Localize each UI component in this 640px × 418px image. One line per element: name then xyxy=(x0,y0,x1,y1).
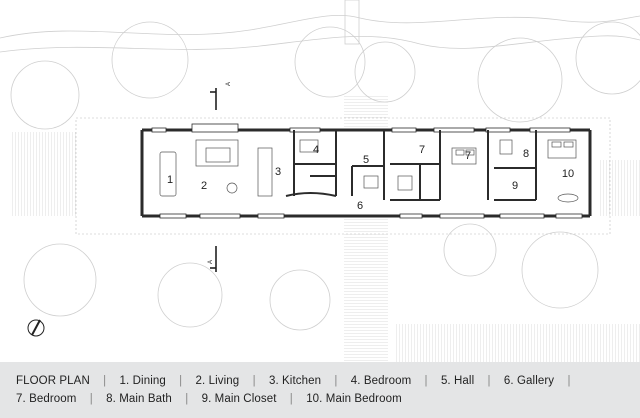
legend-item: 6. Gallery xyxy=(503,375,555,387)
legend-item: 10. Main Bedroom xyxy=(306,393,402,405)
room-labels: 1 2 3 4 5 6 7 7 8 9 10 xyxy=(167,144,574,212)
patio xyxy=(396,324,640,362)
legend-item: 5. Hall xyxy=(440,375,475,387)
room-number: 10 xyxy=(562,168,574,180)
legend-item: 2. Living xyxy=(195,375,240,387)
room-number: 1 xyxy=(167,174,173,186)
legend-bar: FLOOR PLAN | 1. Dining | 2. Living | 3. … xyxy=(0,362,640,418)
interior-walls xyxy=(285,130,537,201)
legend-item: 1. Dining xyxy=(119,375,166,387)
east-deck xyxy=(600,160,640,216)
north-arrow-icon xyxy=(27,319,45,337)
windows xyxy=(151,123,583,219)
site-landscape xyxy=(0,0,640,331)
room-number: 5 xyxy=(363,154,369,166)
room-number: 2 xyxy=(201,180,207,192)
room-number: 3 xyxy=(275,166,281,178)
legend-item: 7. Bedroom xyxy=(16,393,77,405)
legend-line-2: 7. Bedroom | 8. Main Bath | 9. Main Clos… xyxy=(16,393,402,405)
north-walkway xyxy=(344,96,388,130)
room-number: 8 xyxy=(523,148,529,160)
legend-title: FLOOR PLAN xyxy=(16,375,90,387)
room-number: 7 xyxy=(419,144,425,156)
west-deck xyxy=(12,132,76,216)
legend-item: 8. Main Bath xyxy=(106,393,172,405)
exterior-walls xyxy=(140,128,592,218)
room-number: 6 xyxy=(357,200,363,212)
legend-item: 9. Main Closet xyxy=(201,393,277,405)
room-number: 7 xyxy=(465,150,471,162)
section-mark-top: A xyxy=(210,82,232,110)
room-number: 9 xyxy=(512,180,518,192)
floor-plan-drawing: 1 2 3 4 5 6 7 7 8 9 10 A A xyxy=(0,0,640,362)
svg-text:A: A xyxy=(208,260,214,264)
legend-item: 4. Bedroom xyxy=(350,375,412,387)
legend-line-1: FLOOR PLAN | 1. Dining | 2. Living | 3. … xyxy=(16,375,571,387)
furniture xyxy=(159,139,579,203)
legend-item: 3. Kitchen xyxy=(268,375,322,387)
section-mark-bottom: A xyxy=(208,246,217,272)
svg-text:A: A xyxy=(226,82,232,86)
south-walkway xyxy=(344,218,388,362)
room-number: 4 xyxy=(313,144,319,156)
